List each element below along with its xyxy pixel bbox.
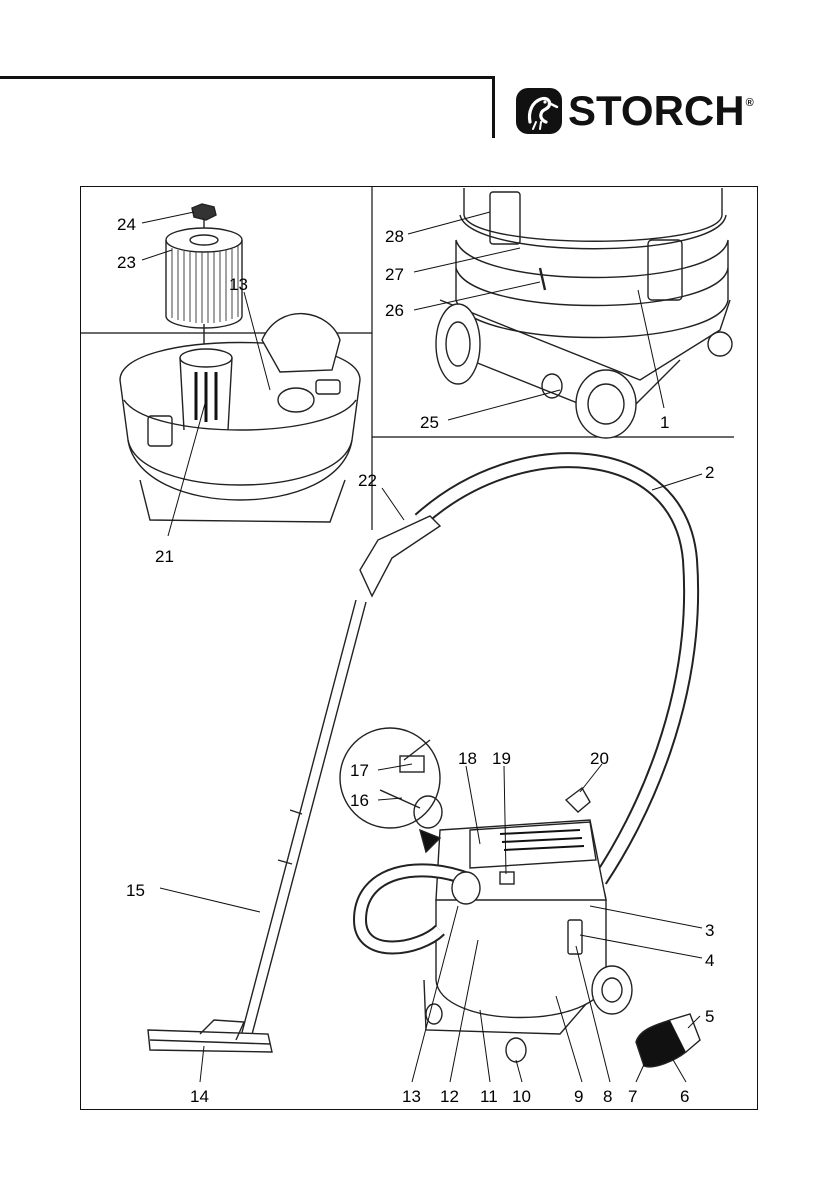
part-label-19: 19 <box>492 749 511 768</box>
part-label-13: 13 <box>402 1087 421 1106</box>
part-label-8: 8 <box>603 1087 612 1106</box>
part-label-28: 28 <box>385 227 404 246</box>
part-label-12: 12 <box>440 1087 459 1106</box>
part-label-22: 22 <box>358 471 377 490</box>
part-label-13-inset: 13 <box>229 275 248 294</box>
part-label-10: 10 <box>512 1087 531 1106</box>
part-label-2: 2 <box>705 463 714 482</box>
part-label-17: 17 <box>350 761 369 780</box>
part-label-7: 7 <box>628 1087 637 1106</box>
part-label-16: 16 <box>350 791 369 810</box>
part-label-6: 6 <box>680 1087 689 1106</box>
part-label-24: 24 <box>117 215 136 234</box>
part-label-5: 5 <box>705 1007 714 1026</box>
part-label-14: 14 <box>190 1087 209 1106</box>
part-label-18: 18 <box>458 749 477 768</box>
lid-inset-illustration <box>120 204 360 522</box>
part-label-20: 20 <box>590 749 609 768</box>
part-label-15: 15 <box>126 881 145 900</box>
part-label-9: 9 <box>574 1087 583 1106</box>
part-label-23: 23 <box>117 253 136 272</box>
part-label-26: 26 <box>385 301 404 320</box>
part-label-21: 21 <box>155 547 174 566</box>
part-label-4: 4 <box>705 951 714 970</box>
part-label-1: 1 <box>660 413 669 432</box>
main-vacuum-illustration <box>148 460 700 1067</box>
part-label-11: 11 <box>480 1087 498 1106</box>
part-label-3: 3 <box>705 921 714 940</box>
part-label-25: 25 <box>420 413 439 432</box>
part-label-27: 27 <box>385 265 404 284</box>
container-inset-illustration <box>436 188 732 438</box>
